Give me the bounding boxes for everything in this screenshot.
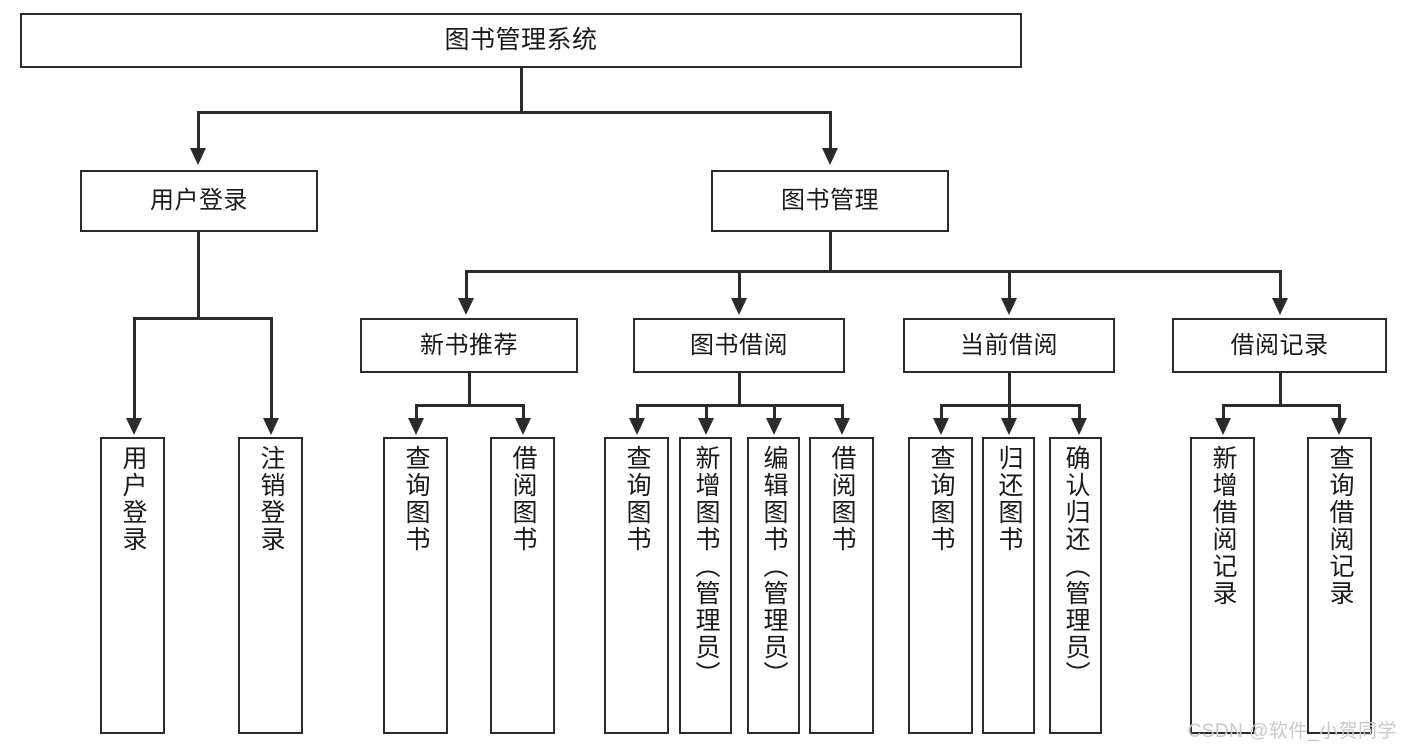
node-label: 借阅图书 [828,445,856,553]
arrow-to-user-login [190,148,206,165]
node-leaf-user-login[interactable]: 用户登录 [100,437,165,734]
node-label: 查询图书 [402,445,430,553]
arrow-to-leaf-logout [263,418,279,435]
connector-userlogin-drop-2 [270,317,273,418]
node-leaf-logout[interactable]: 注销登录 [238,437,303,734]
connector-currentborrow-bus [940,404,1081,407]
connector-bookborrow-stem [738,373,741,404]
connector-borrowrecord-stem [1279,373,1282,404]
node-root-system[interactable]: 图书管理系统 [20,13,1022,68]
node-leaf-add-book[interactable]: 新增图书（管理员） [679,437,732,734]
arrow-to-leaf-add-book [698,418,714,435]
node-label: 借阅图书 [509,445,537,553]
arrow-to-leaf-add-record [1215,418,1231,435]
node-leaf-query-book-3[interactable]: 查询图书 [908,437,973,734]
arrow-to-leaf-borrow-book-1 [515,418,531,435]
arrow-to-leaf-query-book-3 [933,418,949,435]
connector-userlogin-stem [197,232,200,317]
connector-bookborrow-drop-2 [705,404,708,418]
connector-bookmgmt-bus [465,270,1282,273]
node-label: 用户登录 [119,445,147,553]
node-label: 注销登录 [257,445,285,553]
connector-userlogin-bus [133,317,272,320]
arrow-to-book-management [822,148,838,165]
node-book-borrow[interactable]: 图书借阅 [633,318,845,373]
connector-currentborrow-drop-1 [940,404,943,418]
node-leaf-edit-book[interactable]: 编辑图书（管理员） [747,437,800,734]
node-leaf-query-book-1[interactable]: 查询图书 [383,437,448,734]
node-current-borrow[interactable]: 当前借阅 [903,318,1115,373]
connector-currentborrow-stem [1008,373,1011,404]
node-label: 用户登录 [150,187,248,215]
csdn-watermark: CSDN @软件_小贺同学 [1187,721,1397,742]
node-label: 图书管理 [781,187,879,215]
node-label: 借阅记录 [1230,331,1329,359]
connector-newbook-bus [415,404,525,407]
connector-borrowrecord-bus [1222,404,1340,407]
node-leaf-return-book[interactable]: 归还图书 [982,437,1035,734]
node-new-book-recommend[interactable]: 新书推荐 [360,318,578,373]
node-borrow-record[interactable]: 借阅记录 [1172,318,1387,373]
arrow-to-new-book-recommend [458,298,474,315]
node-leaf-borrow-book-1[interactable]: 借阅图书 [490,437,555,734]
connector-bookborrow-drop-4 [841,404,844,418]
connector-borrowrecord-drop-2 [1338,404,1341,418]
connector-currentborrow-drop-2 [1008,404,1011,418]
arrow-to-leaf-borrow-book-2 [834,418,850,435]
node-label: 图书管理系统 [444,26,598,55]
node-leaf-borrow-book-2[interactable]: 借阅图书 [809,437,874,734]
connector-bookmgmt-drop-4 [1279,270,1282,298]
node-leaf-query-book-2[interactable]: 查询图书 [604,437,669,734]
node-label: 查询借阅记录 [1326,445,1354,607]
connector-root-stem [520,68,523,111]
connector-root-drop-left [197,111,200,148]
node-label: 图书借阅 [690,331,788,359]
node-leaf-query-record[interactable]: 查询借阅记录 [1307,437,1372,734]
arrow-to-leaf-query-book-1 [408,418,424,435]
arrow-to-leaf-confirm-return [1071,418,1087,435]
connector-root-drop-right [829,111,832,148]
arrow-to-leaf-query-record [1331,418,1347,435]
node-label: 归还图书 [995,445,1023,553]
node-label: 确认归还（管理员） [1062,445,1090,688]
connector-borrowrecord-drop-1 [1222,404,1225,418]
connector-bookmgmt-drop-1 [465,270,468,298]
arrow-to-leaf-user-login [126,418,142,435]
connector-newbook-drop-2 [522,404,525,418]
node-label: 编辑图书（管理员） [760,445,788,688]
connector-bookborrow-bus [636,404,844,407]
arrow-to-borrow-record [1272,298,1288,315]
arrow-to-book-borrow [731,298,747,315]
arrow-to-current-borrow [1001,298,1017,315]
node-label: 新增图书（管理员） [692,445,720,688]
connector-newbook-drop-1 [415,404,418,418]
connector-root-bus [197,111,832,114]
node-user-login[interactable]: 用户登录 [80,170,318,232]
arrow-to-leaf-query-book-2 [629,418,645,435]
node-label: 新增借阅记录 [1209,445,1237,607]
connector-bookmgmt-drop-2 [738,270,741,298]
node-leaf-add-record[interactable]: 新增借阅记录 [1190,437,1255,734]
node-leaf-confirm-return[interactable]: 确认归还（管理员） [1049,437,1102,734]
connector-newbook-stem [468,373,471,404]
arrow-to-leaf-return-book [1001,418,1017,435]
connector-bookmgmt-stem [829,232,832,270]
node-label: 查询图书 [927,445,955,553]
node-book-management[interactable]: 图书管理 [711,170,949,232]
connector-bookborrow-drop-1 [636,404,639,418]
node-label: 当前借阅 [960,331,1058,359]
arrow-to-leaf-edit-book [766,418,782,435]
connector-currentborrow-drop-3 [1078,404,1081,418]
connector-bookborrow-drop-3 [773,404,776,418]
node-label: 新书推荐 [420,331,518,359]
node-label: 查询图书 [623,445,651,553]
connector-bookmgmt-drop-3 [1008,270,1011,298]
connector-userlogin-drop-1 [133,317,136,418]
